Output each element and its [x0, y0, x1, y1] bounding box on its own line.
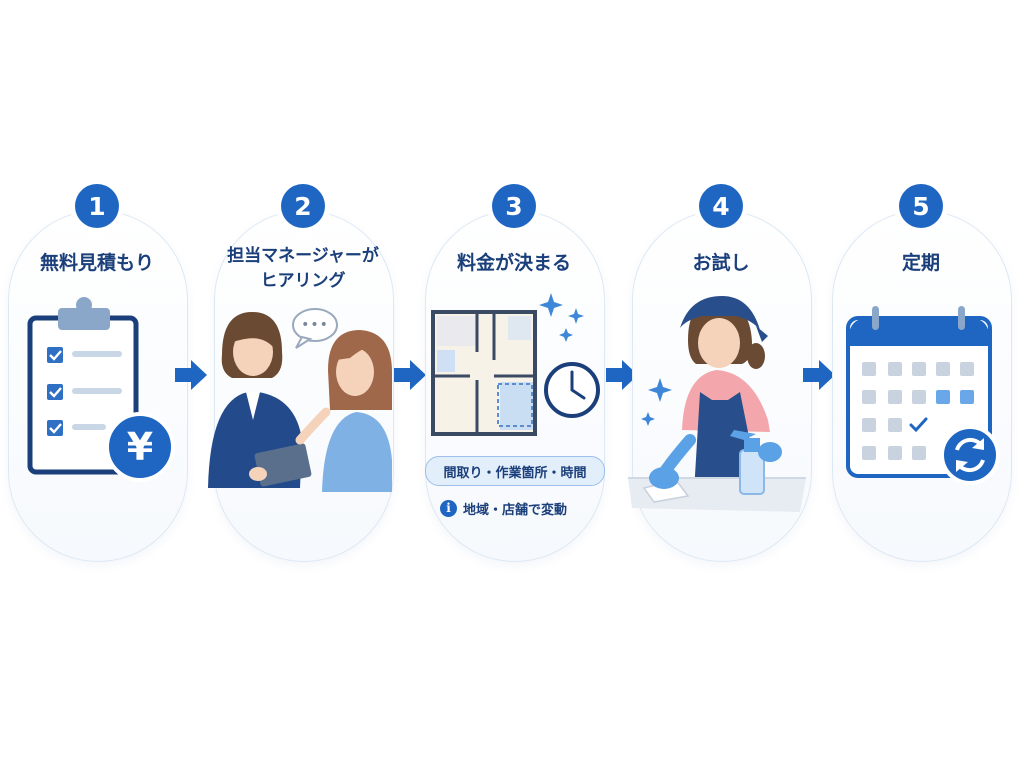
step-5-title: 定期 — [901, 252, 940, 274]
pricing-factors-tag: 間取り・作業箇所・時間 — [425, 456, 605, 486]
step-4-number-badge: 4 — [699, 184, 743, 228]
step-4-title: お試し — [692, 252, 750, 274]
step-1-number-badge: 1 — [75, 184, 119, 228]
pricing-note-text: 地域・店舗で変動 — [463, 502, 568, 518]
step-1-title: 無料見積もり — [39, 252, 154, 274]
yen-symbol: ¥ — [126, 425, 154, 469]
step-2-number-badge: 2 — [281, 184, 325, 228]
step-5-number-badge: 5 — [899, 184, 943, 228]
arrow-right-icon — [394, 360, 426, 390]
info-icon: i — [440, 499, 457, 517]
calendar-repeat-icon — [846, 306, 1000, 485]
step-3-number-badge: 3 — [492, 184, 536, 228]
consultation-icon — [208, 308, 392, 492]
step-3-title: 料金が決まる — [456, 252, 571, 274]
clipboard-yen-icon — [27, 297, 175, 482]
speech-dots: ••• — [301, 317, 329, 333]
pricing-note: i 地域・店舗で変動 — [440, 496, 567, 520]
step-2-title-line1: 担当マネージャーが — [227, 246, 379, 266]
arrow-right-icon — [175, 360, 207, 390]
step-2-title-line2: ヒアリング — [260, 271, 346, 291]
cleaning-staff-icon — [628, 296, 806, 512]
arrow-right-icon — [606, 360, 638, 390]
floor-plan-clock-icon — [431, 293, 600, 436]
arrow-right-icon — [803, 360, 835, 390]
